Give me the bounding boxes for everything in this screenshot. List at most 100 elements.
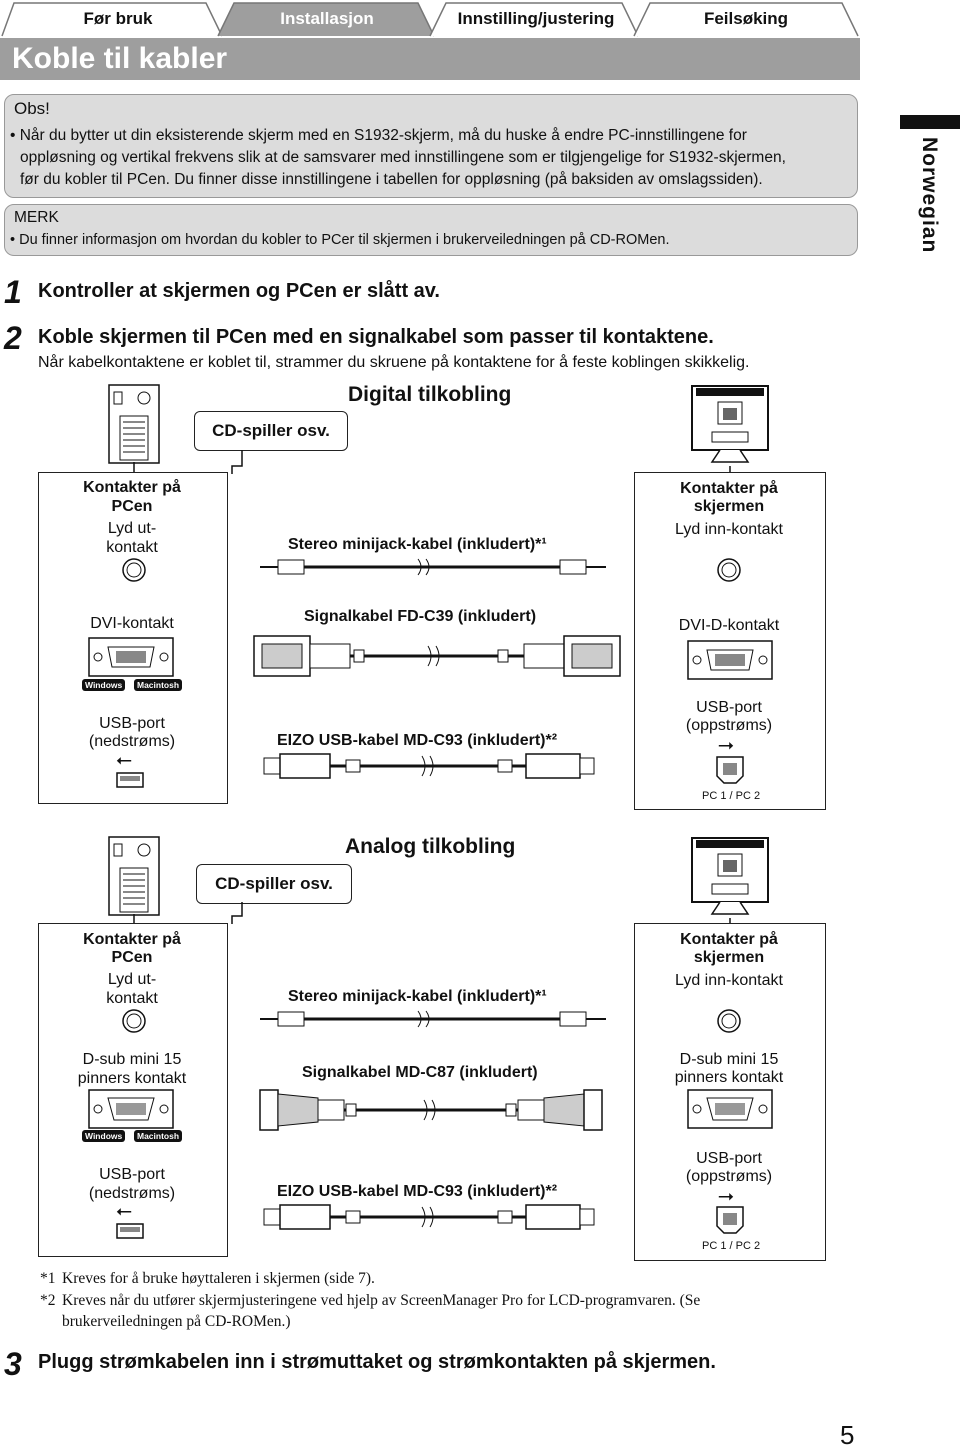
mon-dvi-label: DVI-D-kontakt (678, 617, 780, 634)
mon-connectors-heading-1: Kontakter på (680, 931, 778, 948)
language-label: Norwegian (918, 137, 941, 254)
obs-line-2: oppløsning og vertikal frekvens slik at … (20, 149, 786, 166)
dvi-d-port-icon (687, 640, 773, 680)
usb-b-port-icon (716, 756, 744, 784)
windows-badge: Windows (82, 679, 126, 691)
tab-feilsoking[interactable]: Feilsøking (703, 9, 789, 28)
pc-connectors-heading-1: Kontakter på (83, 479, 181, 496)
step-3-text: Plugg strømkabelen inn i strømuttaket og… (38, 1351, 716, 1373)
usb-cable-icon (263, 1204, 595, 1230)
footnote-1: Kreves for å bruke høyttaleren i skjerme… (62, 1270, 375, 1287)
audio-cable-icon (260, 1010, 606, 1028)
usb-a-port-icon (116, 1223, 144, 1239)
merk-line-1: • Du finner informasjon om hvordan du ko… (10, 232, 670, 248)
pc1-pc2-label: PC 1 / PC 2 (702, 790, 761, 802)
step-1-text: Kontroller at skjermen og PCen er slått … (38, 280, 440, 302)
section-tabs: Før bruk Installasjon Innstilling/juster… (0, 0, 860, 38)
tab-innstilling[interactable]: Innstilling/justering (457, 9, 615, 28)
usb-symbol-icon: ⭠ (116, 1200, 132, 1222)
pc-usb-label-1: USB-port (99, 715, 165, 732)
mon-usb-label-2: (oppstrøms) (685, 1168, 773, 1185)
monitor-back-icon (691, 385, 769, 463)
mon-usb-label-2: (oppstrøms) (685, 717, 773, 734)
pc-usb-label-2: (nedstrøms) (88, 733, 176, 750)
mon-audio-label: Lyd inn-kontakt (675, 521, 783, 538)
audio-jack-icon (122, 1009, 146, 1033)
footnote-1-mark: *1 (40, 1270, 56, 1287)
pc-audio-label-1: Lyd ut- (107, 520, 157, 537)
pc-audio-label-1: Lyd ut- (107, 971, 157, 988)
audio-jack-icon (717, 1009, 741, 1033)
merk-heading: MERK (14, 209, 59, 226)
title-bar: Koble til kabler (0, 38, 860, 80)
pc-dsub-label-1: D-sub mini 15 (82, 1051, 182, 1068)
signal-cable-label: Signalkabel FD-C39 (inkludert) (304, 608, 537, 625)
audio-cable-label: Stereo minijack-kabel (inkludert)*¹ (288, 536, 547, 553)
analog-title: Analog tilkobling (345, 835, 516, 858)
tab-shapes (1, 2, 859, 37)
dsub-port-icon (687, 1089, 773, 1129)
usb-symbol-icon: ⭢ (718, 734, 734, 756)
pc-dsub-label-2: pinners kontakt (77, 1070, 187, 1087)
mon-usb-label-1: USB-port (696, 1150, 762, 1167)
pc-audio-label-2: kontakt (106, 539, 158, 556)
pc-tower-icon (108, 836, 160, 916)
pc-usb-label-2: (nedstrøms) (88, 1185, 176, 1202)
usb-cable-label: EIZO USB-kabel MD-C93 (inkludert)*² (277, 1183, 558, 1200)
pc-usb-label-1: USB-port (99, 1166, 165, 1183)
mon-dsub-label-1: D-sub mini 15 (679, 1051, 779, 1068)
mon-usb-label-1: USB-port (696, 699, 762, 716)
usb-a-port-icon (116, 772, 144, 788)
step-2-number: 2 (4, 320, 22, 356)
audio-cable-icon (260, 558, 606, 576)
signal-cable-label: Signalkabel MD-C87 (inkludert) (302, 1064, 538, 1081)
usb-cable-icon (263, 753, 595, 779)
tab-installasjon[interactable]: Installasjon (280, 9, 374, 28)
mon-connectors-heading-2: skjermen (693, 498, 765, 515)
usb-symbol-icon: ⭠ (116, 749, 132, 771)
footnote-2-line-1: Kreves når du utfører skjermjusteringene… (62, 1292, 701, 1309)
obs-line-3: før du kobler til PCen. Du finner disse … (20, 171, 763, 188)
page-title: Koble til kabler (12, 42, 228, 75)
windows-badge: Windows (82, 1130, 126, 1142)
dvi-port-icon (88, 637, 174, 677)
page-number: 5 (840, 1420, 855, 1450)
tab-for-bruk[interactable]: Før bruk (83, 9, 153, 28)
obs-box (4, 94, 858, 198)
pc-connectors-heading-2: PCen (111, 498, 153, 515)
usb-b-port-icon (716, 1206, 744, 1234)
step-2-subtext: Når kabelkontaktene er koblet til, stram… (38, 354, 750, 371)
mon-audio-label: Lyd inn-kontakt (675, 972, 783, 989)
audio-jack-icon (122, 558, 146, 582)
usb-symbol-icon: ⭢ (718, 1185, 734, 1207)
pc-dvi-label: DVI-kontakt (90, 615, 174, 632)
pc-connectors-heading-2: PCen (111, 949, 153, 966)
cd-player-box: CD-spiller osv. (196, 864, 352, 904)
mon-connectors-heading-2: skjermen (693, 949, 765, 966)
merk-box (4, 204, 858, 256)
mon-dsub-label-2: pinners kontakt (674, 1069, 784, 1086)
footnote-2-mark: *2 (40, 1292, 56, 1309)
pc1-pc2-label: PC 1 / PC 2 (702, 1240, 761, 1252)
mon-connectors-heading-1: Kontakter på (680, 480, 778, 497)
step-1-number: 1 (4, 274, 22, 310)
obs-heading: Obs! (14, 99, 50, 118)
pc-connectors-heading-1: Kontakter på (83, 931, 181, 948)
macintosh-badge: Macintosh (134, 679, 183, 691)
step-2-text: Koble skjermen til PCen med en signalkab… (38, 326, 714, 348)
pc-audio-label-2: kontakt (106, 990, 158, 1007)
cd-player-box: CD-spiller osv. (194, 411, 348, 451)
dsub-cable-icon (259, 1089, 603, 1131)
dsub-port-icon (88, 1089, 174, 1129)
digital-title: Digital tilkobling (348, 383, 512, 406)
footnote-2-line-2: brukerveiledningen på CD-ROMen.) (62, 1313, 291, 1330)
usb-cable-label: EIZO USB-kabel MD-C93 (inkludert)*² (277, 732, 558, 749)
obs-line-1: • Når du bytter ut din eksisterende skje… (10, 127, 747, 144)
audio-jack-icon (717, 558, 741, 582)
language-tab-marker (900, 115, 960, 129)
monitor-back-icon (691, 837, 769, 915)
dvi-cable-icon (253, 635, 621, 677)
pc-tower-icon (108, 384, 160, 464)
audio-cable-label: Stereo minijack-kabel (inkludert)*¹ (288, 988, 547, 1005)
macintosh-badge: Macintosh (134, 1130, 183, 1142)
